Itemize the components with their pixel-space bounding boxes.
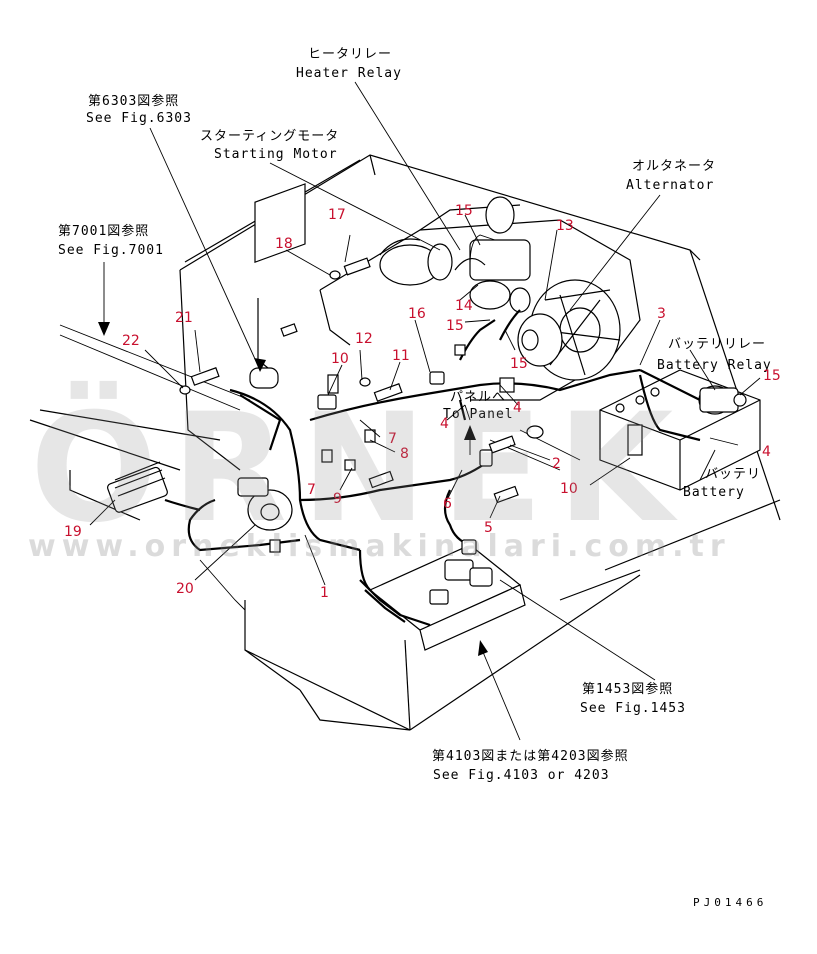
callout-number: 4	[440, 416, 449, 432]
callout-number: 15	[455, 203, 473, 219]
see-4103-jp-label: 第4103図または第4203図参照	[432, 748, 629, 764]
callout-number: 16	[408, 306, 426, 322]
machine-body-outline	[29, 154, 781, 731]
callout-number: 11	[392, 348, 410, 364]
see-7001-en-label: See Fig.7001	[58, 243, 164, 258]
heater-relay-en-label: Heater Relay	[296, 66, 402, 81]
callout-number: 1	[320, 585, 329, 601]
see-4103-en-label: See Fig.4103 or 4203	[433, 768, 610, 783]
battery-relay-en-label: Battery Relay	[657, 358, 772, 373]
callout-numbers: 1 2 3 4 4 4 5 6 7 7 8 9 10 10 11 12 13 1…	[64, 203, 781, 601]
leader-lines	[89, 81, 761, 741]
callout-number: 21	[175, 310, 193, 326]
to-panel-jp-label: パネルへ	[450, 390, 506, 405]
callout-number: 10	[560, 481, 578, 497]
text-labels: ヒータリレー Heater Relay 第6303図参照 See Fig.630…	[58, 47, 772, 909]
heater-unit	[107, 461, 168, 513]
alternator-jp-label: オルタネータ	[632, 159, 716, 174]
alternator-en-label: Alternator	[626, 178, 714, 193]
engine-assembly	[254, 183, 641, 401]
battery-relay	[698, 385, 747, 415]
battery-relay-jp-label: バッテリリレー	[668, 337, 766, 352]
callout-number: 13	[556, 218, 574, 234]
to-panel-en-label: To Panel	[443, 407, 514, 422]
callout-number: 3	[657, 306, 666, 322]
callout-number: 14	[455, 298, 473, 314]
battery-jp-label: バッテリ	[705, 467, 761, 482]
watermark-url: www.orneklismakinalari.com.tr	[28, 529, 731, 564]
watermark-brand: ÖRNEK	[30, 380, 687, 556]
callout-number: 17	[328, 207, 346, 223]
callout-number: 19	[64, 524, 82, 540]
callout-number: 7	[307, 482, 316, 498]
callout-number: 4	[513, 400, 522, 416]
callout-number: 12	[355, 331, 373, 347]
callout-number: 15	[763, 368, 781, 384]
see-6303-jp-label: 第6303図参照	[88, 93, 179, 109]
callout-number: 15	[446, 318, 464, 334]
callout-number: 9	[333, 491, 342, 507]
callout-number: 22	[122, 333, 140, 349]
starting-motor-en-label: Starting Motor	[214, 147, 338, 162]
see-6303-en-label: See Fig.6303	[86, 111, 192, 126]
callout-number: 7	[388, 431, 397, 447]
hardware	[179, 257, 544, 555]
see-1453-jp-label: 第1453図参照	[582, 681, 673, 697]
alternator	[517, 279, 621, 381]
callout-number: 10	[331, 351, 349, 367]
battery-en-label: Battery	[683, 485, 745, 500]
callout-number: 20	[176, 581, 194, 597]
callout-number: 4	[762, 444, 771, 460]
callout-number: 18	[275, 236, 293, 252]
watermark: ÖRNEK www.orneklismakinalari.com.tr	[28, 380, 731, 564]
callout-number: 8	[400, 446, 409, 462]
see-1453-en-label: See Fig.1453	[580, 701, 686, 716]
heater-relay-jp-label: ヒータリレー	[308, 47, 392, 62]
horn	[237, 477, 293, 531]
callout-number: 15	[510, 356, 528, 372]
callout-number: 5	[484, 520, 493, 536]
callout-number: 2	[552, 456, 561, 472]
callout-number: 6	[443, 496, 452, 512]
starting-motor-jp-label: スターティングモータ	[200, 129, 339, 144]
see-7001-jp-label: 第7001図参照	[58, 223, 149, 239]
drawing-code: PJ01466	[693, 896, 767, 909]
